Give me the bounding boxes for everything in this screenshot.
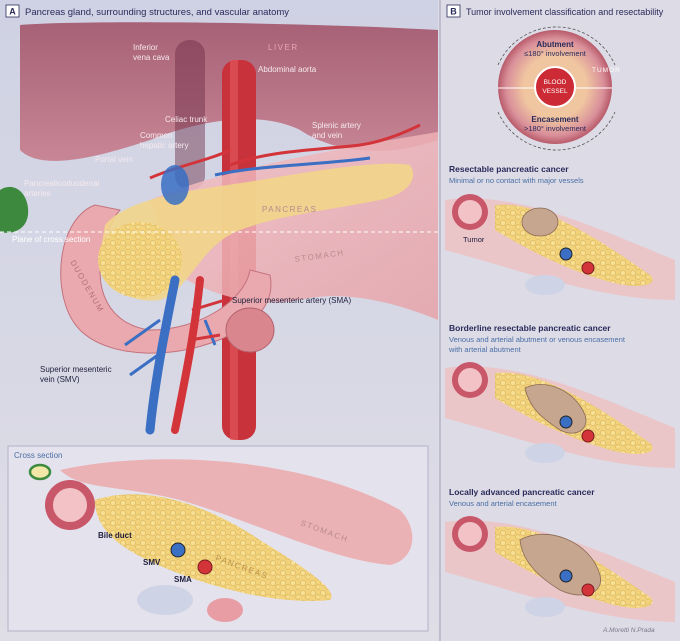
vessel-involvement-diagram: Abutment ≤180° involvement TUMOR BLOOD V…	[497, 26, 621, 151]
label-smv-2: vein (SMV)	[40, 375, 80, 384]
panel-b-letter-box	[446, 4, 461, 18]
section-3-smv	[559, 569, 573, 583]
panel-b-letter: B	[450, 7, 457, 17]
cross-label-bileduct: Bile duct	[98, 531, 132, 540]
panel-b: B Tumor involvement classification and r…	[442, 0, 680, 641]
section-1-smv	[559, 247, 573, 261]
cross-section-inset: Cross section Bile duct SMV SMA STOMACH …	[7, 445, 429, 632]
section-3-duodenum-lumen	[458, 522, 482, 546]
jejunum-end	[225, 307, 275, 353]
label-celiac: Celiac trunk	[165, 115, 208, 124]
splenic-vein	[214, 156, 371, 177]
label-hepatic-2: hepatic artery	[140, 141, 188, 150]
label-pd-2: arteries	[24, 189, 51, 198]
panel-b-title: Tumor involvement classification and res…	[466, 7, 664, 17]
panel-a-title: Pancreas gland, surrounding structures, …	[25, 7, 289, 18]
arc-bottom	[497, 111, 616, 151]
section-3-ivc	[525, 597, 565, 617]
blood-vessel-circle	[534, 66, 576, 108]
label-abutment-sub: ≤180° involvement	[524, 49, 587, 58]
panel-a-letter-box	[5, 4, 20, 18]
section-1-desc: Minimal or no contact with major vessels	[449, 176, 584, 185]
smv-vessel	[145, 275, 180, 435]
cross-pancreas	[95, 494, 332, 601]
pancreas-head	[98, 222, 182, 298]
section-1-ivc	[525, 275, 565, 295]
resectable-section: Resectable pancreatic cancer Minimal or …	[445, 164, 675, 300]
section-1-duodenum-lumen	[458, 200, 482, 224]
section-2-title: Borderline resectable pancreatic cancer	[449, 323, 611, 333]
section-2-smv	[559, 415, 573, 429]
cross-gallbladder	[28, 463, 52, 481]
label-smv-1: Superior mesenteric	[40, 365, 112, 374]
cross-sma	[197, 559, 213, 575]
cross-label-smv: SMV	[143, 558, 161, 567]
label-splenic-2: and vein	[312, 131, 342, 140]
cross-ivc	[137, 585, 193, 615]
portal-vein	[161, 165, 189, 205]
label-encasement-sub: >180° involvement	[524, 124, 587, 133]
illustrator-signature: A.Moretti N.Prada	[602, 627, 655, 634]
section-1-tumor	[521, 207, 559, 237]
cross-stomach	[60, 459, 413, 565]
section-1-title: Resectable pancreatic cancer	[449, 164, 569, 174]
label-ivc-2: vena cava	[133, 53, 170, 62]
section-2-desc-2: with arterial abutment	[448, 345, 522, 354]
cross-label-sma: SMA	[174, 575, 192, 584]
sma-branches	[189, 298, 226, 342]
splenic-artery	[229, 123, 421, 167]
locally-advanced-section: Locally advanced pancreatic cancer Venou…	[445, 487, 675, 622]
label-plane: Plane of cross section	[12, 235, 90, 244]
label-blood-2: VESSEL	[542, 88, 568, 95]
section-3-title: Locally advanced pancreatic cancer	[449, 487, 595, 497]
section-3-desc: Venous and arterial encasement	[449, 499, 557, 508]
label-portal: Portal vein	[95, 155, 133, 164]
cross-aorta	[207, 598, 243, 622]
label-pancreas: PANCREAS	[262, 205, 317, 214]
label-aorta: Abdominal aorta	[258, 65, 317, 74]
section-1-tumor-label: Tumor	[463, 235, 485, 244]
cross-section-title: Cross section	[14, 451, 62, 460]
ivc-shape	[175, 40, 205, 190]
section-1-sma	[581, 261, 595, 275]
section-2-duodenum-lumen	[458, 368, 482, 392]
smv-branches	[124, 318, 217, 377]
section-2-desc-1: Venous and arterial abutment or venous e…	[449, 335, 626, 344]
cross-smv	[170, 542, 186, 558]
label-tumor-ring: TUMOR	[592, 67, 621, 74]
label-pd-1: Pancreaticoduodenal	[24, 179, 99, 188]
label-sma: Superior mesenteric artery (SMA)	[232, 296, 351, 305]
cross-duodenum-lumen	[53, 488, 87, 522]
section-2-ivc	[525, 443, 565, 463]
section-2-sma	[581, 429, 595, 443]
panel-a: A Pancreas gland, surrounding structures…	[0, 0, 438, 641]
section-3-sma	[581, 583, 595, 597]
sma-vessel	[171, 276, 204, 434]
label-hepatic-1: Common	[140, 131, 172, 140]
arc-top	[497, 26, 616, 66]
label-splenic-1: Splenic artery	[312, 121, 361, 130]
gallbladder-shape	[0, 186, 29, 233]
hepatic-artery	[149, 148, 231, 180]
label-encasement: Encasement	[531, 115, 578, 124]
panel-a-letter: A	[9, 7, 16, 17]
label-blood-1: BLOOD	[544, 79, 567, 86]
label-ivc-1: Inferior	[133, 43, 158, 52]
label-liver: LIVER	[268, 43, 299, 52]
label-abutment: Abutment	[536, 40, 574, 49]
borderline-section: Borderline resectable pancreatic cancer …	[445, 323, 675, 468]
